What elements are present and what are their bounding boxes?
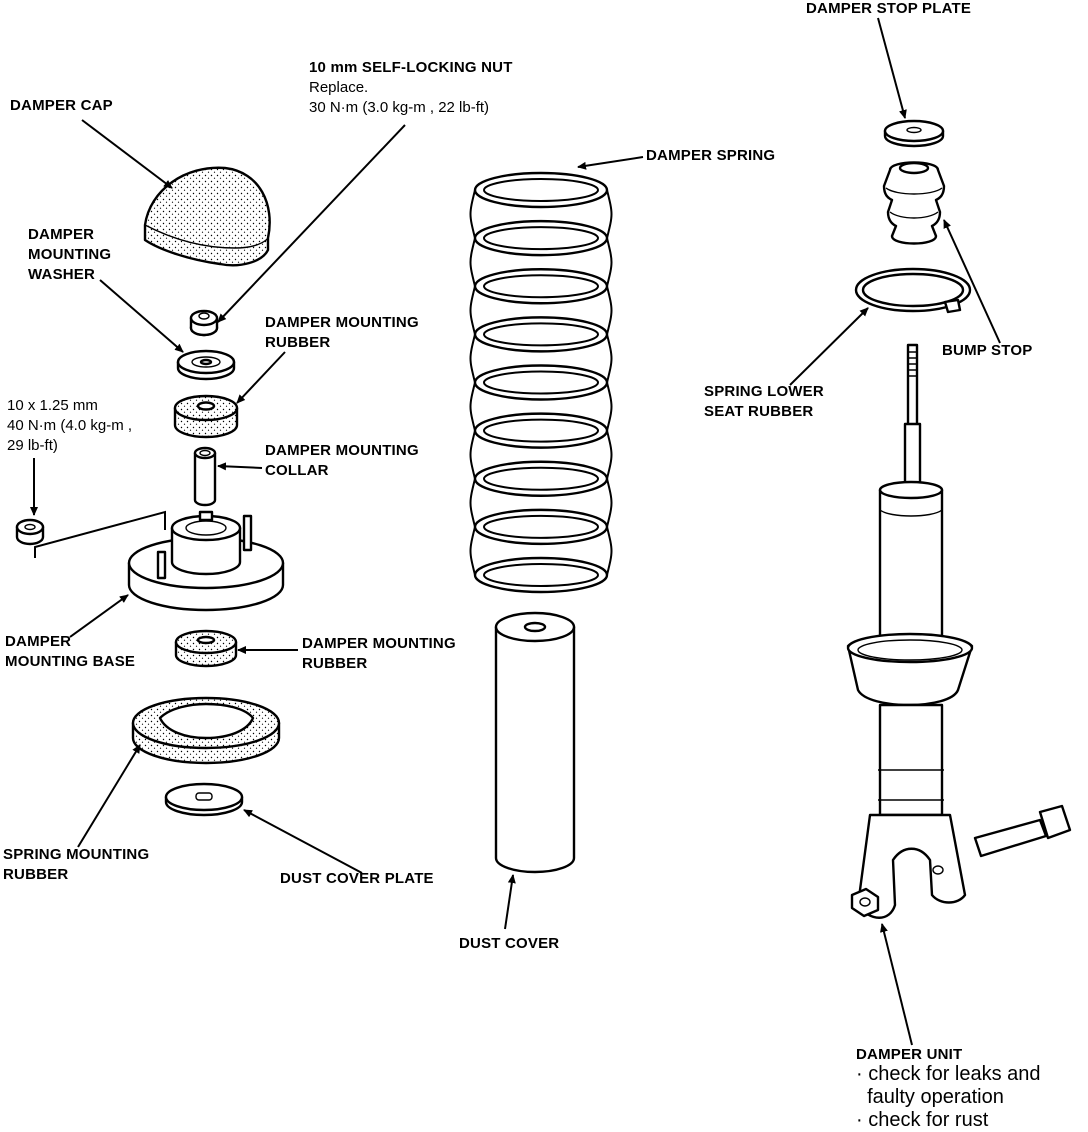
damper-mounting-base-part	[127, 510, 285, 612]
label-self-locking-nut-note2: 30 N·m (3.0 kg-m , 22 lb-ft)	[309, 99, 490, 116]
label-damper-mounting-collar: DAMPER MOUNTING COLLAR	[265, 441, 419, 481]
label-damper-mounting-base-line1: DAMPER	[5, 633, 72, 650]
side-nut-part	[15, 518, 45, 546]
label-damper-mounting-collar-line2: COLLAR	[265, 462, 329, 479]
damper-unit-part	[846, 343, 1072, 919]
label-spring-mounting-rubber-line2: RUBBER	[3, 866, 69, 883]
damper-cap-part	[143, 166, 271, 267]
bump-stop-part	[882, 161, 946, 245]
dust-cover-plate-part	[164, 782, 244, 817]
label-damper-mounting-washer-line1: DAMPER	[28, 226, 95, 243]
label-spring-lower-seat-rubber-line1: SPRING LOWER	[704, 383, 824, 400]
label-bump-stop: BUMP STOP	[942, 342, 1033, 359]
damper-mounting-washer-part	[176, 349, 236, 381]
damper-stop-plate-part	[883, 119, 945, 148]
label-torque-spec-line1: 10 x 1.25 mm	[7, 397, 98, 414]
label-damper-mounting-collar-line1: DAMPER MOUNTING	[265, 442, 419, 459]
label-damper-stop-plate: DAMPER STOP PLATE	[806, 0, 972, 17]
label-damper-mounting-rubber-bottom-line2: RUBBER	[302, 655, 368, 672]
label-damper-cap: DAMPER CAP	[10, 97, 113, 114]
label-damper-mounting-washer: DAMPER MOUNTING WASHER	[28, 225, 111, 285]
label-damper-mounting-rubber-bottom: DAMPER MOUNTING RUBBER	[302, 634, 456, 674]
leader-lines	[30, 17, 1001, 1046]
damper-mounting-rubber-top-part	[173, 394, 239, 439]
label-damper-mounting-washer-line3: WASHER	[28, 266, 96, 283]
damper-mounting-collar-part	[193, 446, 217, 507]
label-self-locking-nut-note1: Replace.	[309, 79, 369, 96]
label-spring-mounting-rubber-line1: SPRING MOUNTING	[3, 846, 150, 863]
label-damper-spring: DAMPER SPRING	[646, 147, 776, 164]
label-damper-mounting-rubber-top-line1: DAMPER MOUNTING	[265, 314, 419, 331]
label-damper-mounting-rubber-top: DAMPER MOUNTING RUBBER	[265, 313, 419, 353]
spring-lower-seat-rubber-part	[854, 267, 972, 314]
label-spring-mounting-rubber: SPRING MOUNTING RUBBER	[3, 845, 149, 885]
nut-callout-bracket	[34, 510, 166, 558]
label-damper-unit-note2: faulty operation	[856, 1086, 1004, 1108]
label-self-locking-nut: 10 mm SELF-LOCKING NUT	[309, 59, 513, 76]
damper-mounting-rubber-bottom-part	[174, 629, 238, 668]
label-damper-mounting-rubber-top-line2: RUBBER	[265, 334, 331, 351]
label-spring-lower-seat-rubber-line2: SEAT RUBBER	[704, 403, 814, 420]
label-spring-lower-seat-rubber: SPRING LOWER SEAT RUBBER	[704, 382, 824, 422]
label-dust-cover: DUST COVER	[459, 935, 560, 952]
label-dust-cover-plate: DUST COVER PLATE	[280, 870, 434, 887]
self-locking-nut-part	[189, 309, 219, 337]
label-damper-mounting-washer-line2: MOUNTING	[28, 246, 112, 263]
damper-spring-part	[469, 171, 613, 594]
label-torque-spec-line2: 40 N·m (4.0 kg-m ,	[7, 417, 133, 434]
label-torque-spec-line3: 29 lb-ft)	[7, 437, 58, 454]
label-damper-unit: DAMPER UNIT	[856, 1046, 963, 1063]
label-damper-mounting-base: DAMPER MOUNTING BASE	[5, 632, 135, 672]
label-damper-unit-note3: · check for rust	[856, 1109, 989, 1131]
label-damper-mounting-base-line2: MOUNTING BASE	[5, 653, 136, 670]
label-damper-mounting-rubber-bottom-line1: DAMPER MOUNTING	[302, 635, 456, 652]
dust-cover-part	[494, 611, 576, 874]
label-torque-spec: 10 x 1.25 mm 40 N·m (4.0 kg-m , 29 lb-ft…	[7, 396, 132, 456]
spring-mounting-rubber-part	[131, 696, 281, 765]
label-damper-unit-note1: · check for leaks and	[856, 1063, 1041, 1085]
